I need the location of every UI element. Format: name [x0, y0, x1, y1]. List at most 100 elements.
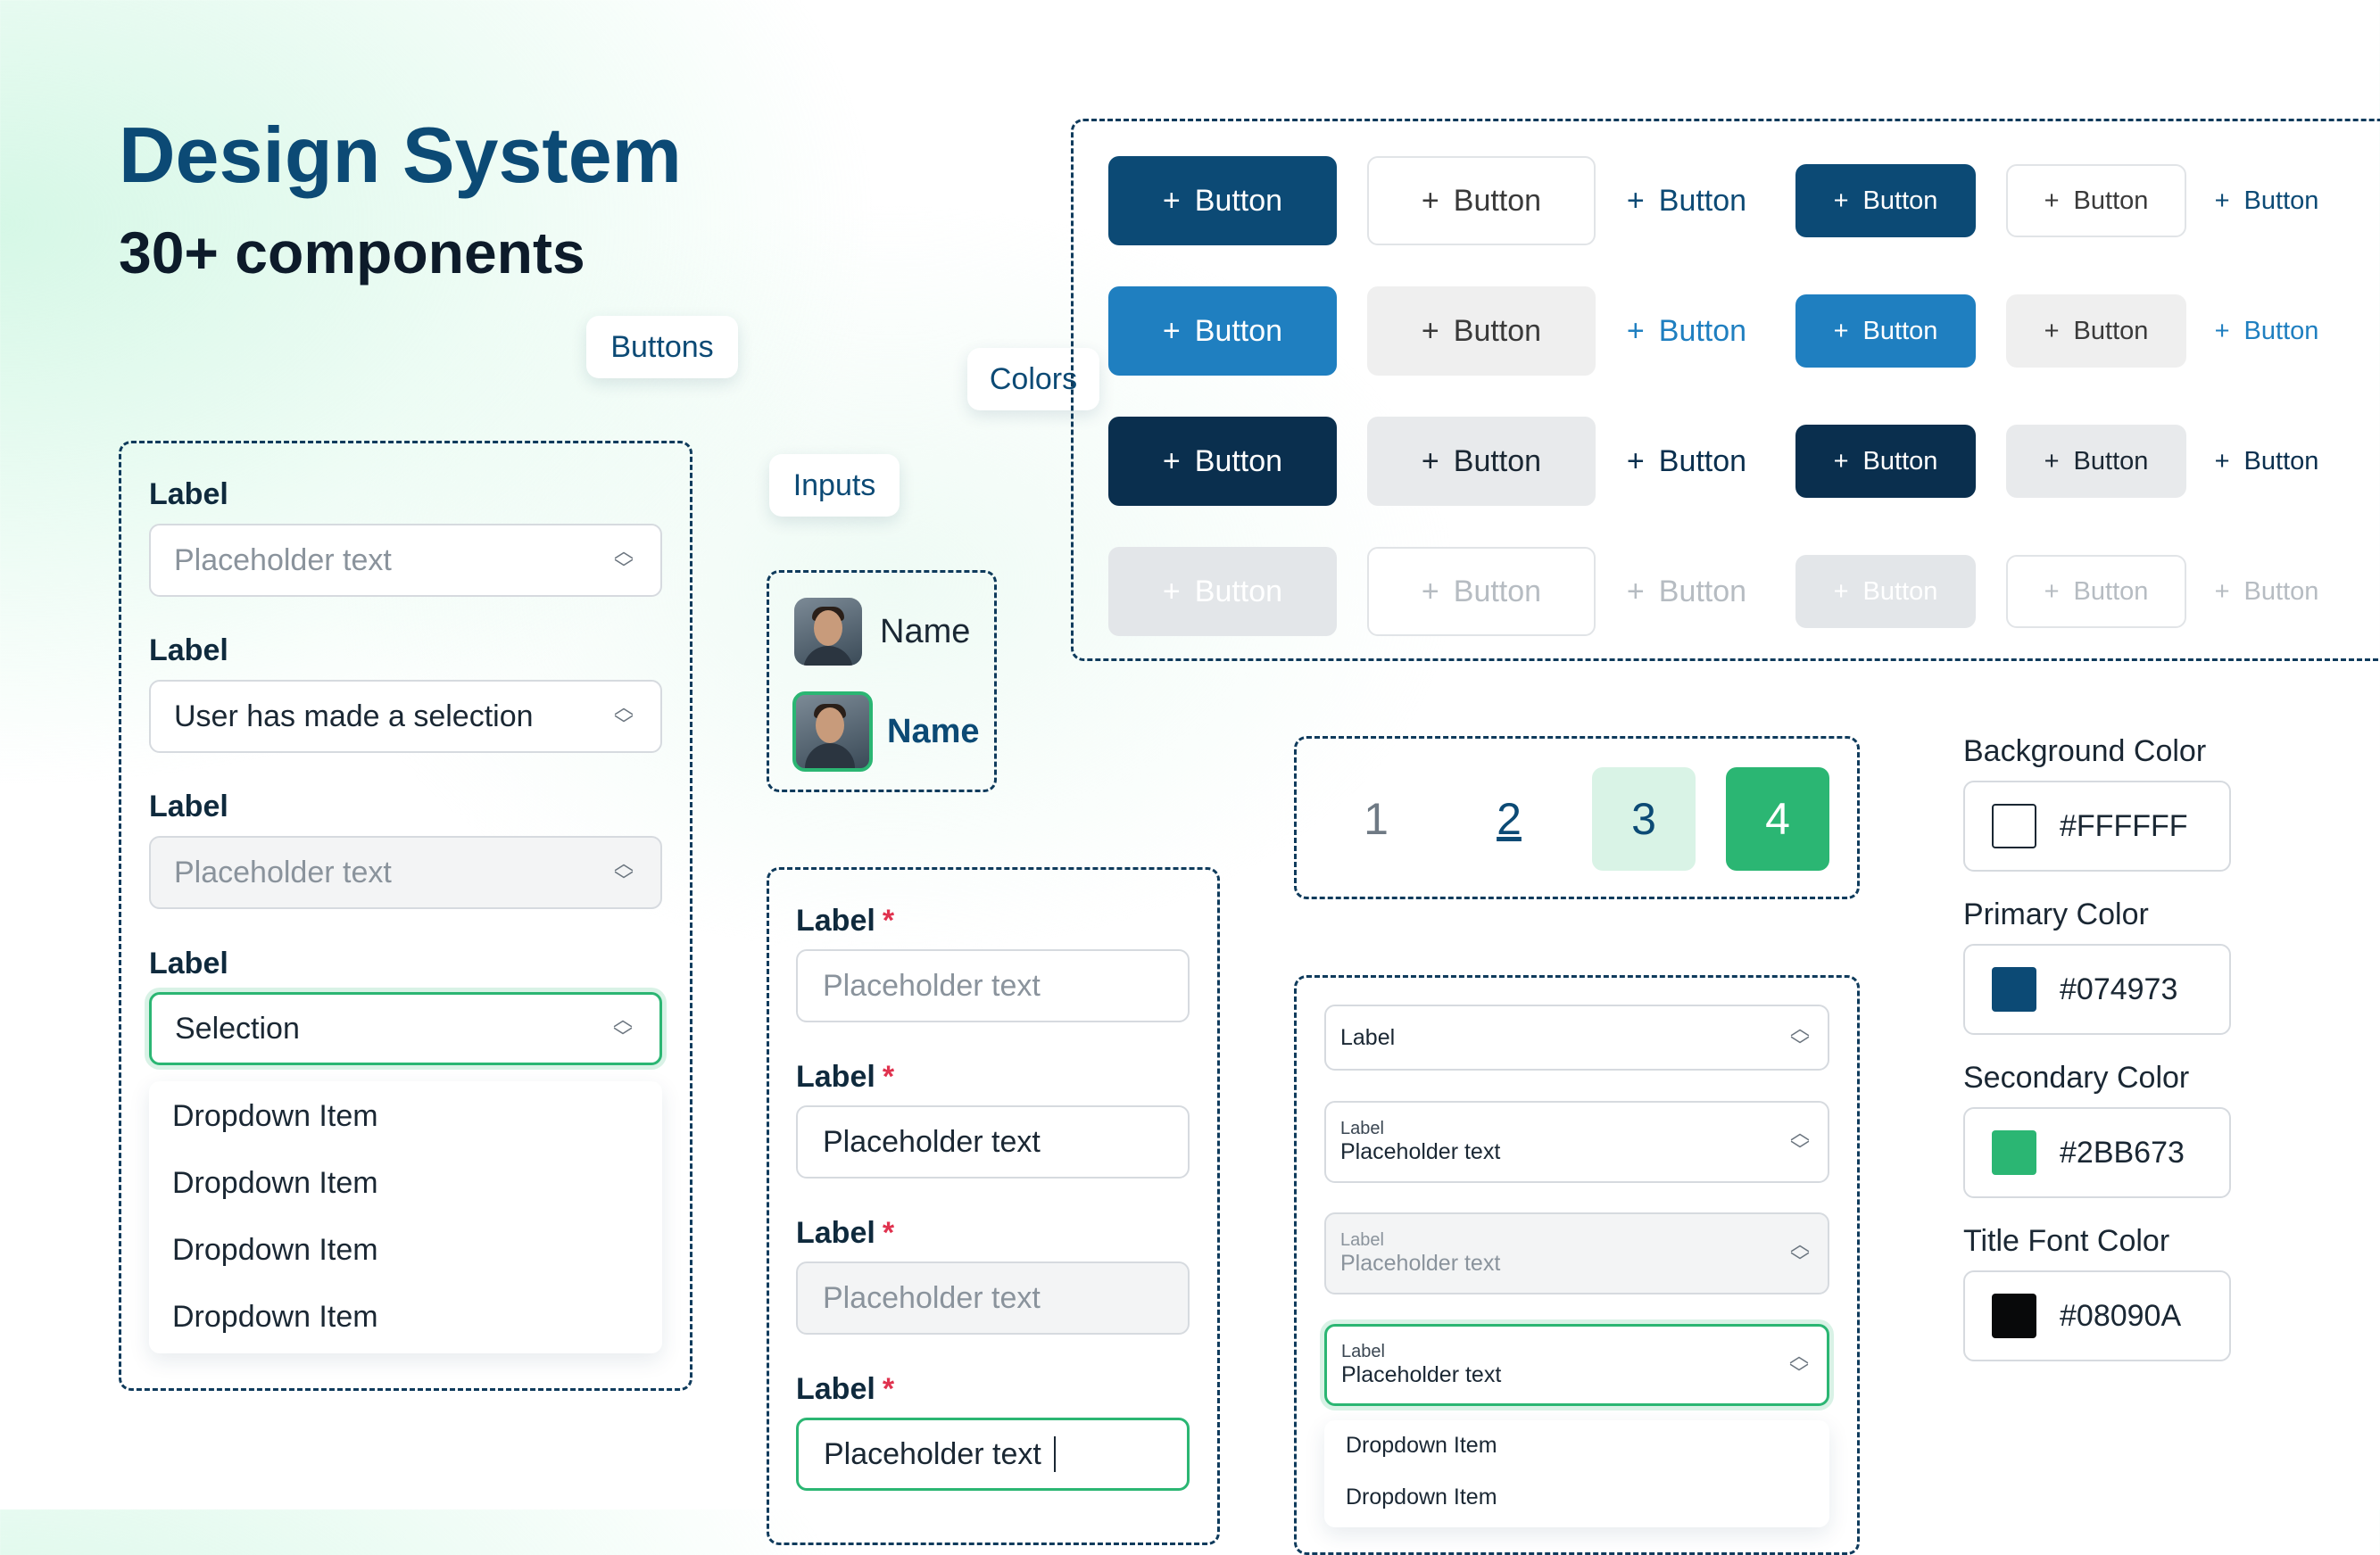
color-swatch [1992, 1294, 2036, 1338]
button-label: Button [2073, 186, 2149, 215]
text-button-default[interactable]: +Button [1606, 156, 1767, 245]
outline-button-hover[interactable]: +Button [1367, 286, 1596, 376]
plus-icon: + [1626, 443, 1645, 478]
solid-button-pressed[interactable]: +Button [1108, 417, 1337, 506]
plus-icon: + [1162, 574, 1181, 608]
plus-icon: + [1421, 443, 1439, 478]
color-field-primary[interactable]: #074973 [1963, 944, 2231, 1035]
chevron-up-down-icon: ︿﹀ [1789, 1233, 1810, 1273]
button-label: Button [1862, 316, 1938, 345]
select-label: Label [149, 633, 228, 667]
text-button-pressed[interactable]: +Button [1606, 417, 1767, 506]
compact-select-labeled[interactable]: Label Placeholder text ︿﹀ [1324, 1101, 1829, 1183]
compact-select-focused[interactable]: Label Placeholder text ︿﹀ [1324, 1324, 1829, 1406]
color-swatch [1992, 804, 2036, 848]
color-label: Background Color [1963, 734, 2207, 768]
required-mark: * [882, 1372, 895, 1406]
select-disabled: Placeholder text ︿﹀ [149, 836, 662, 909]
color-swatch [1992, 967, 2036, 1012]
solid-button-pressed[interactable]: + Button [1795, 425, 1976, 498]
avatar-name: Name [887, 712, 980, 750]
plus-icon: + [2044, 576, 2060, 606]
outline-button-hover[interactable]: +Button [2006, 294, 2186, 368]
text-input-placeholder[interactable]: Placeholder text [796, 949, 1190, 1022]
solid-button-default[interactable]: +Button [1108, 156, 1337, 245]
button-label: Button [2073, 576, 2149, 606]
compact-select-disabled: Label Placeholder text ︿﹀ [1324, 1212, 1829, 1294]
compact-select-label: Label [1340, 1119, 1384, 1138]
select-value: Selection [175, 1011, 300, 1046]
plus-icon: + [1833, 446, 1849, 476]
compact-select[interactable]: Label ︿﹀ [1324, 1005, 1829, 1071]
buttons-panel [1071, 119, 2380, 661]
compact-select-label: Label [1340, 1230, 1384, 1250]
solid-button-hover[interactable]: +Button [1795, 294, 1976, 368]
solid-button-default[interactable]: +Button [1795, 164, 1976, 237]
plus-icon: + [1421, 183, 1439, 218]
page-button[interactable]: 3 [1592, 767, 1696, 871]
button-label: Button [1862, 446, 1938, 476]
outline-button-default[interactable]: +Button [1367, 156, 1596, 245]
page-button[interactable]: 1 [1364, 794, 1389, 844]
select-label: Label [149, 947, 228, 980]
text-button-default[interactable]: +Button [2195, 164, 2338, 237]
plus-icon: + [2214, 316, 2230, 345]
page-button-current[interactable]: 4 [1726, 767, 1829, 871]
outline-button-disabled: +Button [1367, 547, 1596, 636]
color-swatch [1992, 1130, 2036, 1175]
color-field-secondary[interactable]: #2BB673 [1963, 1107, 2231, 1198]
button-label: Button [1658, 313, 1747, 348]
input-label: Label* [796, 1216, 895, 1250]
text-input-filled[interactable]: Placeholder text [796, 1105, 1190, 1179]
plus-icon: + [2214, 446, 2230, 476]
button-label: Button [1194, 313, 1283, 348]
text-button-disabled: +Button [1606, 547, 1767, 636]
outline-button-pressed[interactable]: +Button [2006, 425, 2186, 498]
color-field-background[interactable]: #FFFFFF [1963, 781, 2231, 872]
chevron-up-down-icon: ︿﹀ [612, 1008, 633, 1048]
color-label: Secondary Color [1963, 1061, 2190, 1095]
outline-button-pressed[interactable]: + Button [1367, 417, 1596, 506]
text-button-pressed[interactable]: + Button [2195, 425, 2338, 498]
page-title: Design System [119, 111, 682, 199]
avatar-item[interactable]: Name [794, 598, 970, 666]
dropdown-item[interactable]: Dropdown Item [172, 1300, 378, 1334]
select-placeholder[interactable]: Placeholder text ︿﹀ [149, 524, 662, 597]
solid-button-hover[interactable]: +Button [1108, 286, 1337, 376]
dropdown-menu: Dropdown Item Dropdown Item Dropdown Ite… [149, 1081, 662, 1353]
color-label: Title Font Color [1963, 1224, 2170, 1258]
text-input-focused[interactable]: Placeholder text [796, 1418, 1190, 1491]
text-button-hover[interactable]: +Button [1606, 286, 1767, 376]
page-button[interactable]: 2 [1497, 794, 1522, 844]
solid-button-disabled: +Button [1795, 555, 1976, 628]
avatar-item-selected[interactable]: Name [792, 691, 980, 772]
outline-button-default[interactable]: +Button [2006, 164, 2186, 237]
dropdown-item[interactable]: Dropdown Item [1346, 1433, 1497, 1458]
text-button-hover[interactable]: +Button [2195, 294, 2338, 368]
button-label: Button [1453, 443, 1542, 478]
dropdown-item[interactable]: Dropdown Item [1346, 1485, 1497, 1510]
avatar-name: Name [880, 612, 971, 650]
dropdown-item[interactable]: Dropdown Item [172, 1166, 378, 1200]
pagination-panel [1294, 736, 1860, 899]
required-mark: * [882, 1060, 895, 1094]
text-cursor [1053, 1436, 1056, 1472]
compact-select-value: Placeholder text [1341, 1362, 1502, 1387]
dropdown-item[interactable]: Dropdown Item [172, 1099, 378, 1133]
chevron-up-down-icon: ︿﹀ [613, 696, 634, 736]
select-value: User has made a selection [174, 699, 534, 733]
color-hex: #08090A [2060, 1298, 2182, 1333]
button-label: Button [2243, 446, 2319, 476]
select-focused[interactable]: Selection ︿﹀ [149, 992, 662, 1065]
select-filled[interactable]: User has made a selection ︿﹀ [149, 680, 662, 753]
color-field-title-font[interactable]: #08090A [1963, 1270, 2231, 1361]
required-mark: * [882, 904, 895, 938]
plus-icon: + [1833, 576, 1849, 606]
dropdown-item[interactable]: Dropdown Item [172, 1233, 378, 1267]
plus-icon: + [2044, 446, 2060, 476]
button-label: Button [1194, 443, 1283, 478]
compact-select-label: Label [1341, 1342, 1385, 1361]
compact-select-label: Label [1340, 1024, 1396, 1050]
input-label: Label* [796, 904, 895, 938]
button-label: Button [2243, 186, 2319, 215]
